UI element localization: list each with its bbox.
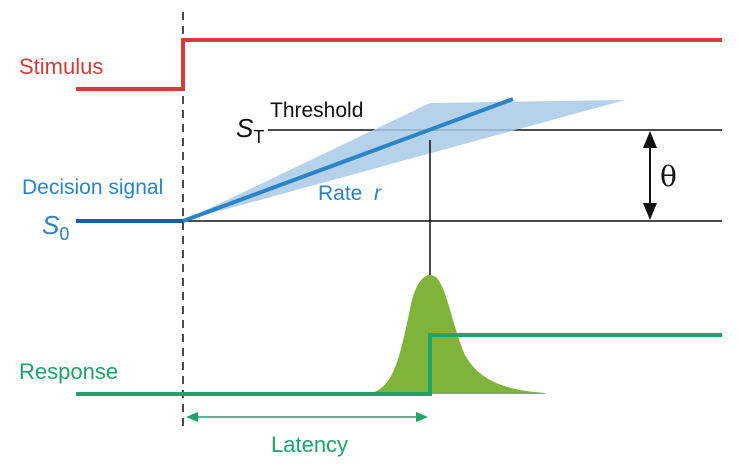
theta-arrow-head-top	[643, 131, 657, 148]
response-trace	[76, 333, 722, 396]
s0-subscript: 0	[59, 224, 70, 245]
latency-label: Latency	[271, 432, 349, 457]
rate-label: Rate r	[318, 182, 381, 206]
stimulus-label: Stimulus	[19, 54, 104, 79]
st-subscript: T	[253, 127, 265, 148]
rate-uncertainty-band	[183, 100, 625, 221]
threshold-label: Threshold	[270, 99, 364, 122]
decision-ramp-trace	[182, 97, 514, 223]
st-label: ST	[236, 113, 264, 148]
latency-arrow-head-left	[186, 412, 198, 422]
latency-arrow-head-right	[416, 412, 428, 422]
s0-label: S0	[42, 210, 69, 245]
theta-label: θ	[660, 160, 677, 193]
decision-signal-label: Decision signal	[22, 176, 164, 199]
response-label: Response	[19, 359, 119, 384]
stimulus-trace	[76, 38, 722, 91]
theta-arrow-head-bottom	[643, 203, 657, 220]
s0-base: S	[42, 210, 60, 240]
rate-text: Rate	[318, 182, 363, 205]
st-base: S	[236, 113, 254, 143]
rate-symbol: r	[374, 182, 382, 205]
